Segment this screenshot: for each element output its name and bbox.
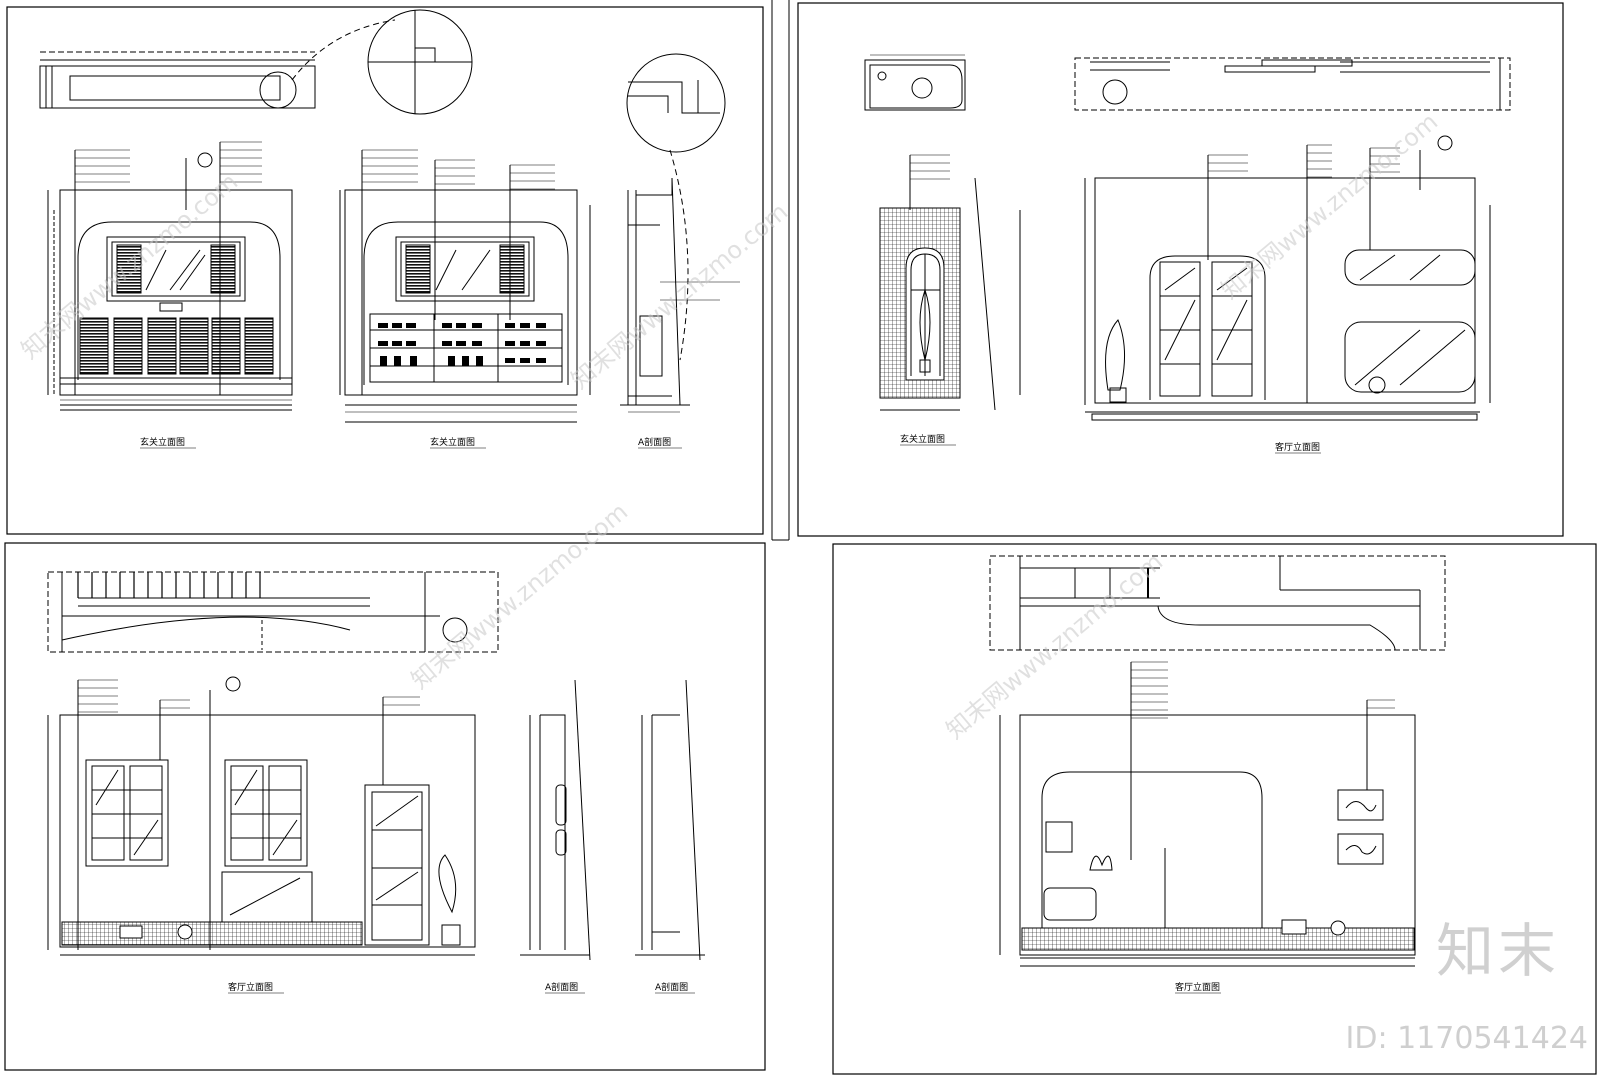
drawing-labels: 玄关立面图 玄关立面图 A剖面图 玄关立面图 客厅立面图 客厅立面图 A剖面图 … — [140, 433, 1320, 993]
watermark-text: 知末网www.znzmo.com — [406, 498, 633, 695]
drawing-label: 玄关立面图 — [430, 436, 475, 448]
callouts-bottom-right — [1131, 661, 1395, 719]
callouts-elevation-2 — [362, 149, 555, 190]
frame-top-right — [797, 2, 1564, 537]
label-underlines — [140, 444, 1321, 994]
elevation-6 — [999, 662, 1416, 967]
section-a-1 — [620, 177, 740, 406]
drawing-label: 客厅立面图 — [1175, 981, 1220, 993]
watermarks: 知末网www.znzmo.com 知末网www.znzmo.com 知末网www… — [16, 108, 1443, 745]
plan-view-5 — [989, 555, 1446, 651]
elevation-2 — [339, 150, 591, 423]
elevation-5 — [47, 676, 476, 956]
sheet-top-left — [39, 9, 740, 423]
sheet-bottom-left — [47, 571, 705, 961]
brand-logo: 知末 — [1435, 917, 1560, 985]
shoes — [378, 323, 546, 366]
drawing-label: 玄关立面图 — [900, 433, 945, 445]
elevation-4 — [1084, 135, 1491, 421]
callouts-elevation-1 — [75, 141, 262, 183]
louver-doors — [79, 317, 274, 375]
detail-circle-2 — [626, 53, 726, 361]
watermark-text: 知末网www.znzmo.com — [566, 198, 793, 395]
callouts-bottom-left — [78, 679, 420, 713]
drawing-label: A剖面图 — [655, 981, 688, 993]
plan-view — [39, 19, 396, 109]
section-a-3 — [635, 679, 705, 961]
frame-bottom-left — [4, 542, 766, 1071]
drawing-label: 客厅立面图 — [228, 981, 273, 993]
drawing-label: 客厅立面图 — [1275, 441, 1320, 453]
frame-top-left — [6, 6, 764, 535]
dimension-lines-top-left — [60, 399, 680, 413]
plan-view-3 — [1074, 57, 1511, 111]
plan-view-4 — [47, 571, 499, 653]
drawing-label: A剖面图 — [638, 436, 671, 448]
drawing-label: A剖面图 — [545, 981, 578, 993]
watermark-text: 知末网www.znzmo.com — [1216, 108, 1443, 305]
plan-view-2 — [864, 54, 966, 111]
image-id-label: ID: 1170541424 — [1345, 1021, 1588, 1056]
sheet-frames — [4, 0, 1597, 1075]
callouts-top-right — [1208, 144, 1400, 178]
elevation-1 — [47, 142, 293, 411]
frame-bottom-right — [832, 543, 1597, 1075]
sheet-top-right — [864, 54, 1511, 421]
sheet-bottom-right — [989, 555, 1446, 967]
drawing-label: 玄关立面图 — [140, 436, 185, 448]
section-a-2 — [520, 679, 591, 961]
elevation-3 — [879, 154, 1021, 411]
detail-circle-1 — [367, 9, 473, 115]
